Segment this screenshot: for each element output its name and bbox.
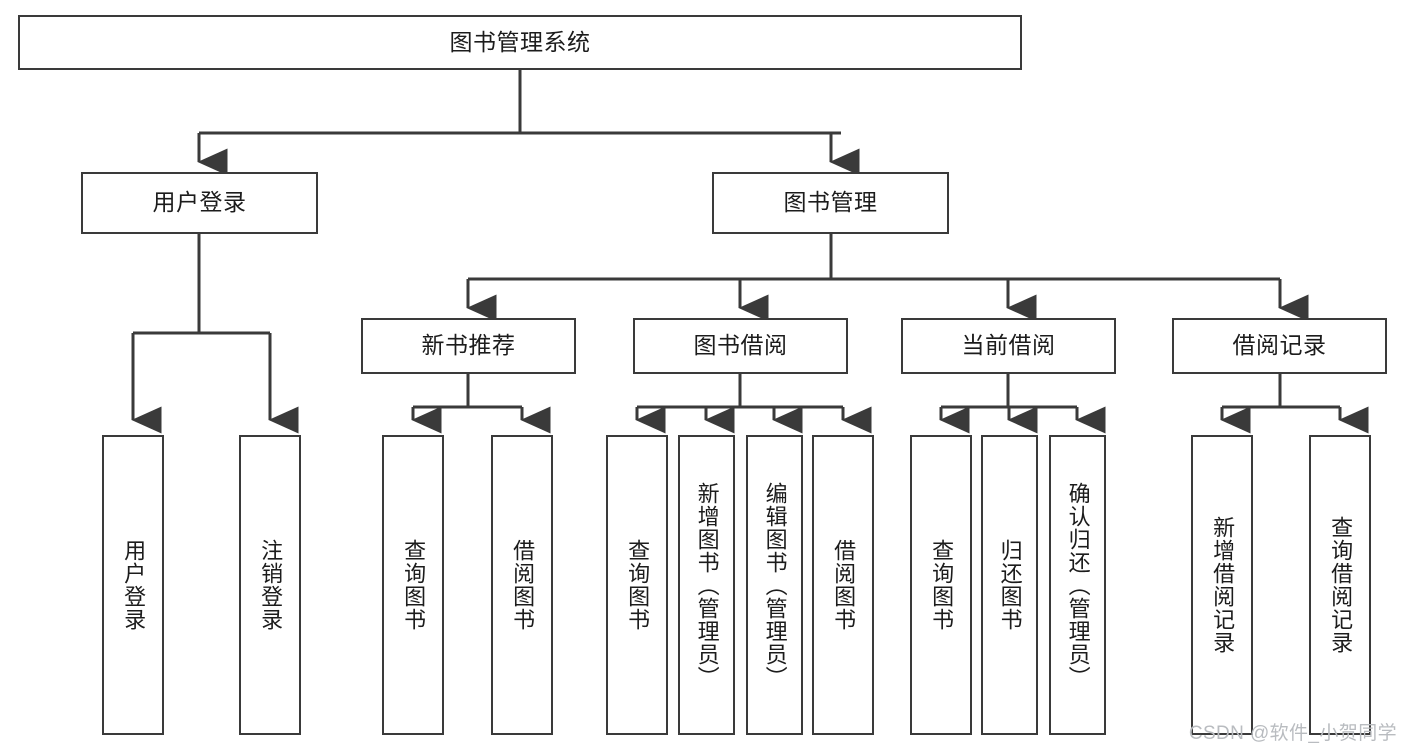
leaf-query-book-1[interactable]: 查询图书 [382, 435, 444, 735]
leaf-query-book-1-label: 查询图书 [401, 539, 427, 631]
leaf-return-book-label: 归还图书 [997, 539, 1023, 631]
node-borrow-record-label: 借阅记录 [1232, 332, 1327, 359]
leaf-user-login[interactable]: 用户登录 [102, 435, 164, 735]
node-book-manage[interactable]: 图书管理 [712, 172, 949, 234]
watermark: CSDN @软件_小贺同学 [1188, 723, 1397, 744]
leaf-add-book[interactable]: 新增图书（管理员） [678, 435, 735, 735]
leaf-query-record-label: 查询借阅记录 [1328, 516, 1354, 654]
node-current-borrow-label: 当前借阅 [961, 332, 1056, 359]
node-borrow-record[interactable]: 借阅记录 [1172, 318, 1387, 374]
leaf-add-book-label: 新增图书（管理员） [694, 481, 720, 689]
node-book-borrow-label: 图书借阅 [693, 332, 788, 359]
leaf-return-book[interactable]: 归还图书 [981, 435, 1038, 735]
leaf-user-login-label: 用户登录 [121, 539, 147, 631]
leaf-add-record[interactable]: 新增借阅记录 [1191, 435, 1253, 735]
leaf-confirm-return-label: 确认归还（管理员） [1065, 481, 1091, 689]
leaf-borrow-book-2-label: 借阅图书 [831, 539, 857, 631]
node-root-label: 图书管理系统 [449, 28, 591, 55]
leaf-confirm-return[interactable]: 确认归还（管理员） [1049, 435, 1106, 735]
node-user-login-label: 用户登录 [152, 189, 247, 216]
leaf-query-book-3-label: 查询图书 [929, 539, 955, 631]
leaf-edit-book-label: 编辑图书（管理员） [762, 481, 788, 689]
leaf-edit-book[interactable]: 编辑图书（管理员） [746, 435, 803, 735]
leaf-logout[interactable]: 注销登录 [239, 435, 301, 735]
node-book-manage-label: 图书管理 [783, 189, 878, 216]
node-new-book-recommend-label: 新书推荐 [421, 332, 516, 359]
leaf-query-book-3[interactable]: 查询图书 [910, 435, 972, 735]
node-new-book-recommend[interactable]: 新书推荐 [361, 318, 576, 374]
node-root[interactable]: 图书管理系统 [18, 15, 1022, 70]
node-user-login[interactable]: 用户登录 [81, 172, 318, 234]
leaf-logout-label: 注销登录 [258, 539, 284, 631]
leaf-query-book-2[interactable]: 查询图书 [606, 435, 668, 735]
leaf-query-record[interactable]: 查询借阅记录 [1309, 435, 1371, 735]
node-book-borrow[interactable]: 图书借阅 [633, 318, 848, 374]
leaf-add-record-label: 新增借阅记录 [1210, 516, 1236, 654]
leaf-query-book-2-label: 查询图书 [625, 539, 651, 631]
node-current-borrow[interactable]: 当前借阅 [901, 318, 1116, 374]
leaf-borrow-book-1-label: 借阅图书 [510, 539, 536, 631]
leaf-borrow-book-1[interactable]: 借阅图书 [491, 435, 553, 735]
leaf-borrow-book-2[interactable]: 借阅图书 [812, 435, 874, 735]
